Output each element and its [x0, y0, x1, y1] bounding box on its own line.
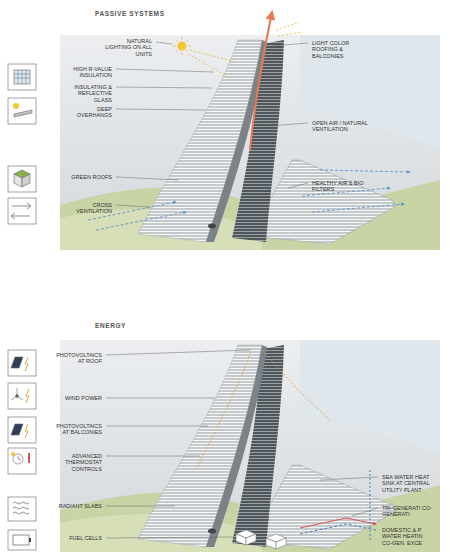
icon-column — [8, 350, 36, 550]
callout-label: HEALTHY AIR & BIO FILTERS — [312, 180, 372, 193]
stack-arrow — [250, 12, 272, 150]
sun-rays — [188, 22, 302, 78]
callout-label: PHOTOVOLTAICS AT BALCONIES — [52, 423, 102, 436]
water-pipes — [300, 470, 376, 540]
callout-label: OPEN AIR / NATURAL VENTILATION — [312, 120, 372, 133]
panel-title: ENERGY — [95, 322, 245, 329]
callout-label: ADVANCED THERMOSTAT CONTROLS — [52, 453, 102, 472]
callout-label: FUEL CELLS — [52, 535, 102, 541]
callout-label: HIGH R-VALUE INSULATION — [64, 66, 112, 79]
callout-label: LIGHT COLOR ROOFING & BALCONIES — [312, 40, 372, 59]
callout-label: DOMESTIC & P WATER HEATIN CO-GEN. EXCE — [382, 527, 434, 546]
panel-title: PASSIVE SYSTEMS — [95, 10, 245, 17]
callout-label: SEA WATER HEAT SINK AT CENTRAL UTILITY P… — [382, 474, 442, 493]
callout-label: CROSS VENTILATION — [64, 202, 112, 215]
building-scene — [60, 340, 440, 552]
callout-label: GREEN ROOFS — [64, 174, 112, 180]
callout-label: INSULATING & REFLECTIVE GLASS — [64, 84, 112, 103]
sun-symbol — [173, 37, 191, 55]
power-lines — [196, 348, 330, 470]
ventilation-arrows — [88, 170, 410, 230]
callout-label: TRI-GENERATI CO-GENERATI — [382, 505, 444, 518]
leader-lines — [106, 350, 378, 538]
callout-label: RADIANT SLABS — [52, 503, 102, 509]
fuel-cell-symbol — [236, 530, 286, 549]
passive-panel — [8, 12, 440, 250]
callout-label: NATURAL LIGHTING ON ALL UNITS — [102, 38, 152, 57]
icon-column — [8, 64, 36, 224]
energy-panel — [8, 340, 440, 552]
callout-label: PHOTOVOLTAICS AT ROOF — [52, 352, 102, 365]
leader-lines — [116, 42, 308, 207]
callout-label: DEEP OVERHANGS — [64, 106, 112, 119]
callout-label: WIND POWER — [52, 395, 102, 401]
